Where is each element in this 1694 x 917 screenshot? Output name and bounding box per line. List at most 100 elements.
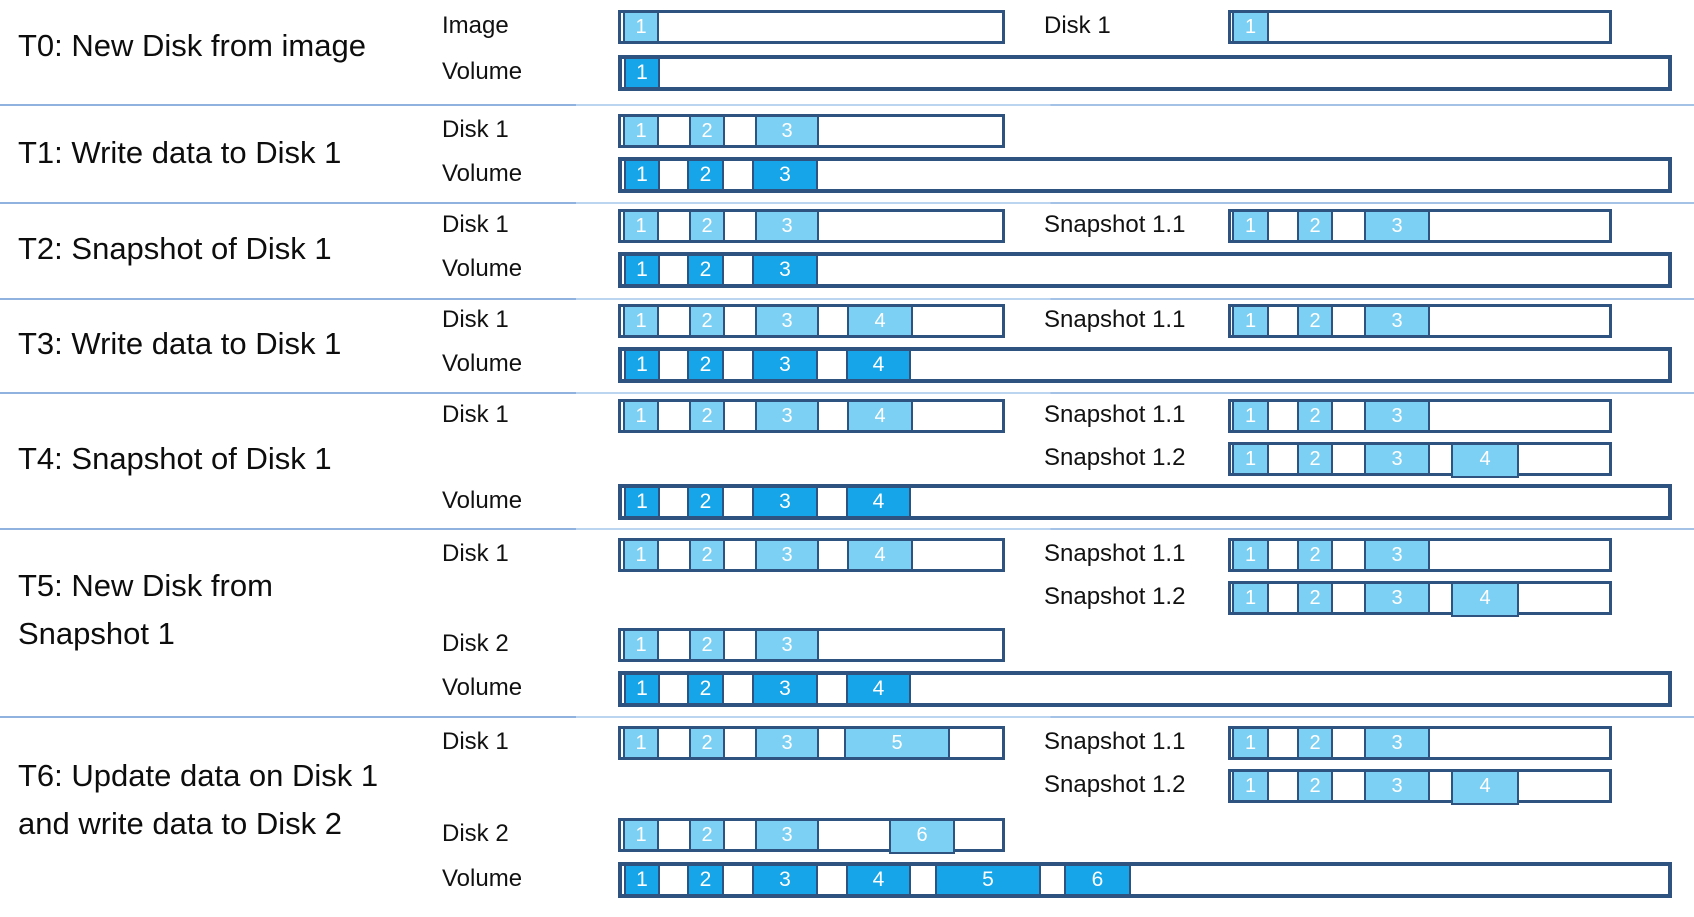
row-label-volume: Volume <box>442 160 523 187</box>
block-4: 4 <box>847 402 913 430</box>
block-1: 1 <box>623 13 659 41</box>
block-2: 2 <box>1297 541 1333 569</box>
block-1: 1 <box>1232 584 1269 612</box>
block-3: 3 <box>752 488 818 516</box>
row-label-disk-1: Disk 1 <box>442 540 509 567</box>
row-label-image: Image <box>442 12 509 39</box>
right-label-snapshot-1-1: Snapshot 1.1 <box>1044 211 1186 238</box>
disk-1-bar: 1 <box>1228 10 1612 44</box>
row-label-volume: Volume <box>442 865 523 892</box>
block-6: 6 <box>889 821 955 854</box>
section-title-line: T2: Snapshot of Disk 1 <box>18 231 332 266</box>
block-3: 3 <box>1364 584 1430 612</box>
block-1: 1 <box>624 675 660 703</box>
block-1: 1 <box>1232 772 1269 800</box>
block-1: 1 <box>623 402 659 430</box>
block-3: 3 <box>755 402 819 430</box>
block-2: 2 <box>689 117 725 145</box>
block-4: 4 <box>847 541 913 569</box>
right-label-snapshot-1-1: Snapshot 1.1 <box>1044 728 1186 755</box>
right-label-disk-1: Disk 1 <box>1044 12 1111 39</box>
block-2: 2 <box>1297 402 1333 430</box>
section-separator <box>0 392 1694 394</box>
section-separator <box>0 528 1694 530</box>
block-1: 1 <box>1232 212 1269 240</box>
block-1: 1 <box>624 866 660 894</box>
section-title-line: T4: Snapshot of Disk 1 <box>18 441 332 476</box>
block-2: 2 <box>1297 212 1333 240</box>
block-3: 3 <box>755 541 819 569</box>
section-title-line: T1: Write data to Disk 1 <box>18 135 342 170</box>
block-3: 3 <box>1364 307 1430 335</box>
row-label-volume: Volume <box>442 255 523 282</box>
block-3: 3 <box>752 866 818 894</box>
section-title-t1: T1: Write data to Disk 1 <box>18 129 341 177</box>
block-2: 2 <box>689 729 725 757</box>
row-label-volume: Volume <box>442 674 523 701</box>
block-1: 1 <box>624 256 660 284</box>
block-4: 4 <box>846 866 911 894</box>
block-4: 4 <box>1451 584 1519 617</box>
block-3: 3 <box>752 256 818 284</box>
section-title-t3: T3: Write data to Disk 1 <box>18 320 341 368</box>
block-4: 4 <box>847 307 913 335</box>
block-2: 2 <box>689 631 725 659</box>
block-3: 3 <box>752 351 818 379</box>
section-title-line: T5: New Disk from <box>18 568 273 603</box>
right-label-snapshot-1-2: Snapshot 1.2 <box>1044 583 1186 610</box>
block-2: 2 <box>687 351 724 379</box>
row-label-volume: Volume <box>442 350 523 377</box>
section-title-t2: T2: Snapshot of Disk 1 <box>18 225 332 273</box>
section-separator <box>0 202 1694 204</box>
block-2: 2 <box>1297 445 1333 473</box>
block-3: 3 <box>1364 445 1430 473</box>
right-label-snapshot-1-1: Snapshot 1.1 <box>1044 401 1186 428</box>
block-2: 2 <box>687 488 724 516</box>
block-2: 2 <box>687 161 724 189</box>
row-label-disk-1: Disk 1 <box>442 728 509 755</box>
section-title-line: T3: Write data to Disk 1 <box>18 326 342 361</box>
block-1: 1 <box>624 161 660 189</box>
block-1: 1 <box>623 631 659 659</box>
block-4: 4 <box>1451 445 1519 478</box>
block-3: 3 <box>1364 772 1430 800</box>
block-3: 3 <box>755 212 819 240</box>
section-title-line: T6: Update data on Disk 1 <box>18 758 379 793</box>
block-3: 3 <box>752 161 818 189</box>
image-bar: 1 <box>618 10 1005 44</box>
block-1: 1 <box>1232 541 1269 569</box>
block-2: 2 <box>689 402 725 430</box>
right-label-snapshot-1-1: Snapshot 1.1 <box>1044 540 1186 567</box>
block-3: 3 <box>1364 402 1430 430</box>
block-3: 3 <box>755 117 819 145</box>
block-3: 3 <box>755 821 819 849</box>
block-2: 2 <box>1297 729 1333 757</box>
block-1: 1 <box>623 821 659 849</box>
block-1: 1 <box>1232 402 1269 430</box>
section-title-line: Snapshot 1 <box>18 616 175 651</box>
section-title-t0: T0: New Disk from image <box>18 22 366 70</box>
block-1: 1 <box>623 212 659 240</box>
block-1: 1 <box>1232 307 1269 335</box>
block-4: 4 <box>846 351 911 379</box>
